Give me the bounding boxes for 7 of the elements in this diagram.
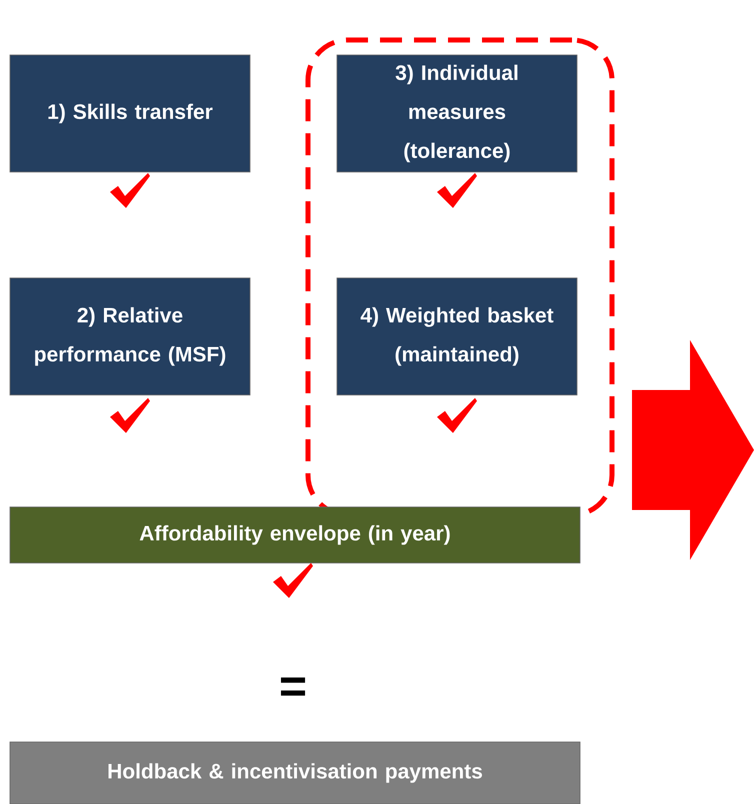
measure-box: 1) Skills transfer: [10, 54, 250, 172]
measure-box: 4) Weighted basket (maintained): [336, 278, 578, 396]
measure-box: 3) Individual measures (tolerance): [336, 54, 578, 172]
measure-box: 2) Relative performance (MSF): [10, 278, 250, 396]
envelope-bar: Affordability envelope (in year): [10, 506, 580, 564]
payment-bar: Holdback & incentivisation payments: [10, 742, 580, 804]
equals-sign: =: [280, 678, 306, 696]
